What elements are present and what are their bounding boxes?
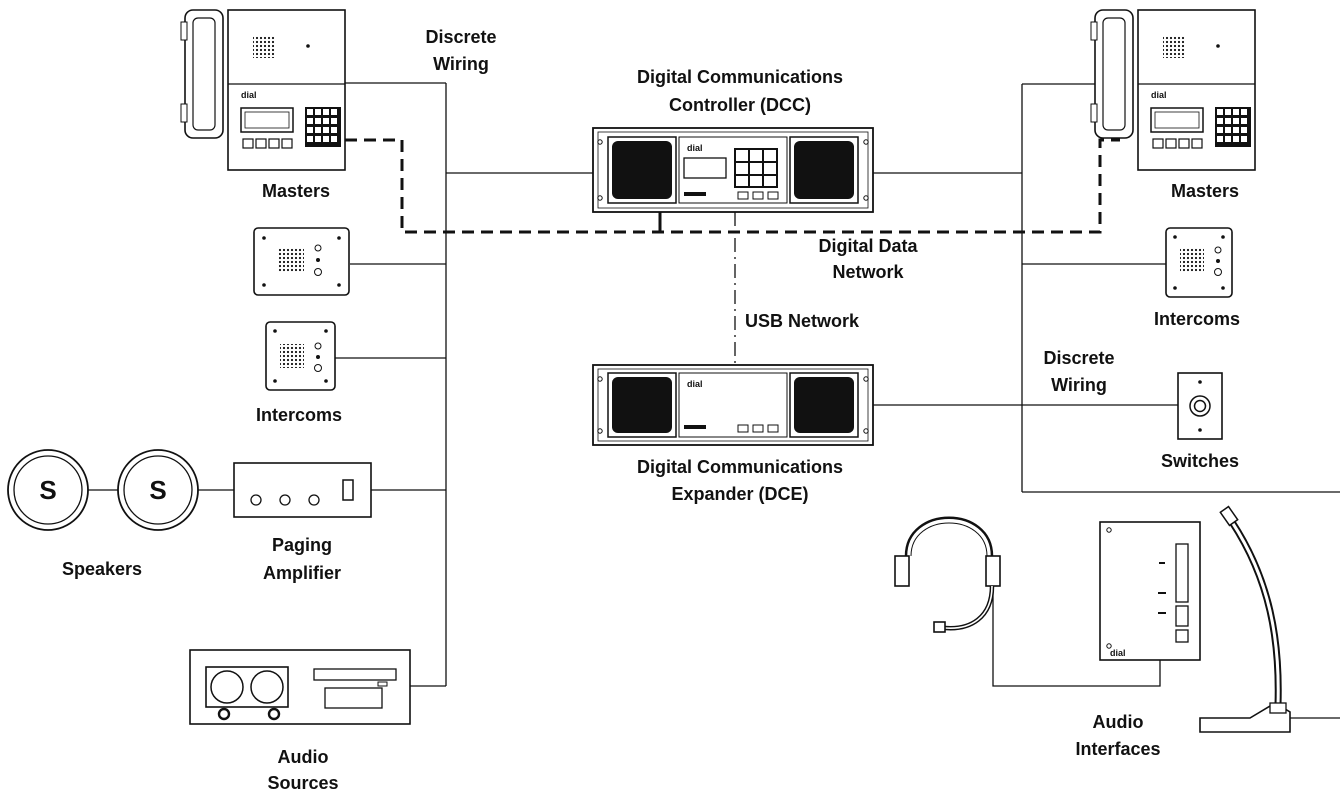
paging-amplifier bbox=[233, 462, 372, 518]
intercom-station-icon bbox=[265, 321, 336, 391]
speaker-symbol: S bbox=[149, 475, 166, 505]
rack-unit-icon: dial bbox=[592, 364, 874, 446]
svg-text:Controller (DCC): Controller (DCC) bbox=[669, 95, 811, 115]
intercom-station-icon bbox=[1165, 227, 1233, 298]
speaker-icon bbox=[7, 449, 89, 531]
gooseneck-microphone-icon bbox=[1199, 505, 1291, 733]
svg-text:Sources: Sources bbox=[267, 773, 338, 793]
svg-text:Expander (DCE): Expander (DCE) bbox=[671, 484, 808, 504]
audio-source bbox=[189, 649, 411, 725]
paging-amplifier-label: Paging Amplifier bbox=[263, 535, 341, 583]
svg-text:Interfaces: Interfaces bbox=[1075, 739, 1160, 759]
intercoms-left-label: Intercoms bbox=[256, 405, 342, 425]
masters-right-label: Masters bbox=[1171, 181, 1239, 201]
svg-text:Digital Data: Digital Data bbox=[818, 236, 918, 256]
svg-text:Network: Network bbox=[832, 262, 904, 282]
svg-text:Discrete: Discrete bbox=[425, 27, 496, 47]
intercom-left-1 bbox=[253, 227, 350, 296]
speaker-right: S bbox=[117, 449, 199, 531]
discrete-wiring-left-label: Discrete Wiring bbox=[425, 27, 496, 74]
svg-text:Paging: Paging bbox=[272, 535, 332, 555]
svg-text:Discrete: Discrete bbox=[1043, 348, 1114, 368]
audio-source-icon bbox=[189, 649, 411, 725]
svg-text:dial: dial bbox=[1151, 90, 1167, 100]
switches-label: Switches bbox=[1161, 451, 1239, 471]
svg-text:Wiring: Wiring bbox=[433, 54, 489, 74]
dcc-label: Digital Communications Controller (DCC) bbox=[637, 67, 843, 115]
svg-text:dial: dial bbox=[687, 143, 703, 153]
intercoms-right-label: Intercoms bbox=[1154, 309, 1240, 329]
master-station-left: dial bbox=[180, 9, 346, 171]
wall-switch bbox=[1177, 372, 1223, 440]
svg-text:dial: dial bbox=[687, 379, 703, 389]
svg-text:Wiring: Wiring bbox=[1051, 375, 1107, 395]
master-station-icon: dial bbox=[1090, 9, 1256, 171]
svg-text:Digital Communications: Digital Communications bbox=[637, 457, 843, 477]
intercom-station-icon bbox=[253, 227, 350, 296]
svg-text:Digital Communications: Digital Communications bbox=[637, 67, 843, 87]
audio-sources-label: Audio Sources bbox=[267, 747, 338, 793]
speakers-label: Speakers bbox=[62, 559, 142, 579]
svg-text:dial: dial bbox=[241, 90, 257, 100]
digital-data-network-label: Digital Data Network bbox=[818, 236, 918, 282]
dcc-unit: dial bbox=[592, 127, 874, 213]
headset-icon bbox=[894, 516, 1001, 633]
master-station-right: dial bbox=[1090, 9, 1256, 171]
speaker-symbol: S bbox=[39, 475, 56, 505]
speaker-left: S bbox=[7, 449, 89, 531]
rack-unit-icon: dial bbox=[592, 127, 874, 213]
speaker-icon bbox=[117, 449, 199, 531]
usb-network-label: USB Network bbox=[745, 311, 860, 331]
audio-interface-box-icon: dial bbox=[1099, 521, 1201, 661]
wiring bbox=[88, 82, 1340, 719]
audio-interfaces-label: Audio Interfaces bbox=[1075, 712, 1160, 759]
paging-amplifier-icon bbox=[233, 462, 372, 518]
svg-text:dial: dial bbox=[1110, 648, 1126, 658]
svg-text:Amplifier: Amplifier bbox=[263, 563, 341, 583]
intercom-right bbox=[1165, 227, 1233, 298]
master-station-icon: dial bbox=[180, 9, 346, 171]
wall-switch-icon bbox=[1177, 372, 1223, 440]
dce-label: Digital Communications Expander (DCE) bbox=[637, 457, 843, 504]
masters-left-label: Masters bbox=[262, 181, 330, 201]
svg-text:Audio: Audio bbox=[278, 747, 329, 767]
audio-interface-box: dial bbox=[1099, 521, 1201, 661]
svg-text:Audio: Audio bbox=[1093, 712, 1144, 732]
discrete-wiring-right-label: Discrete Wiring bbox=[1043, 348, 1114, 395]
dce-unit: dial bbox=[592, 364, 874, 446]
intercom-left-2 bbox=[265, 321, 336, 391]
